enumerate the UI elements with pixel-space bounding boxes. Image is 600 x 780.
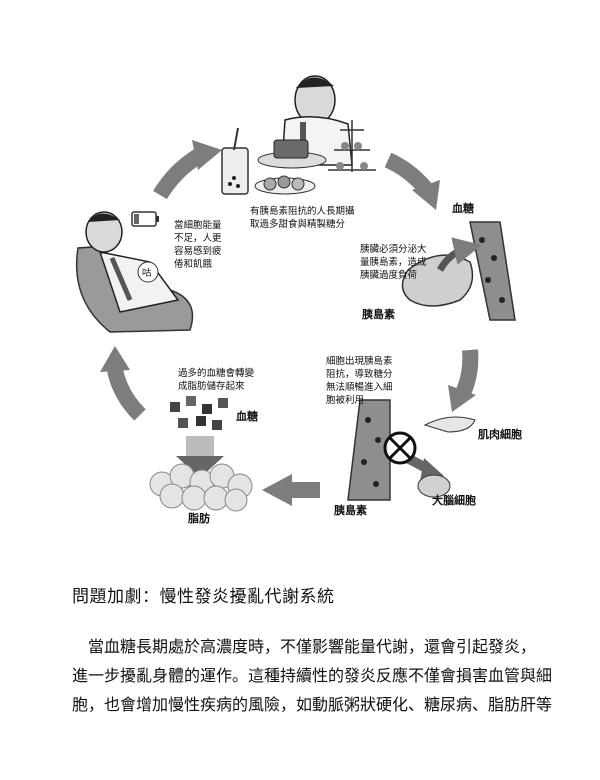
fat-cells: [149, 463, 253, 512]
tired-man-head: [85, 211, 123, 253]
label-blood-sugar-left: 血糖: [236, 409, 258, 423]
cycle-arrow-5: [107, 368, 146, 421]
fatigue-scene: 咕: [75, 211, 194, 333]
cycle-arrows: [100, 140, 479, 506]
article-paragraph: 當血糖長期處於高濃度時，不僅影響能量代謝，還會引起發炎， 進一步擾亂身體的運作。…: [72, 632, 553, 719]
pancreas-scene: [401, 221, 516, 321]
fat-storage-scene: [149, 396, 253, 512]
blood-vessel-top: [469, 221, 516, 321]
bubble-tea-cup: [221, 147, 249, 195]
label-brain-cell: 大腦細胞: [432, 493, 476, 507]
label-insulin-top: 胰島素: [361, 307, 395, 321]
cycle-arrow-5-head: [100, 346, 130, 372]
cycle-arrow-1: [153, 148, 205, 200]
brain: [417, 474, 451, 498]
cycle-arrow-1-head: [192, 140, 222, 170]
muscle-arm: [423, 416, 476, 433]
blood-vessel-bottom: [347, 399, 391, 501]
cycle-arrow-2: [384, 152, 432, 194]
section-heading: 問題加劇：慢性發炎擾亂代謝系統: [72, 587, 335, 607]
paragraph-line: 胞，也會增加慢性疾病的風險，如動脈粥狀硬化、糖尿病、脂肪肝等: [72, 695, 553, 714]
cycle-arrow-2-head: [412, 180, 440, 210]
caption-fat: 過多的血糖會轉變 成脂肪儲存起來: [178, 367, 257, 392]
label-muscle-cell: 肌肉細胞: [477, 427, 522, 441]
conversion-arrow: [186, 436, 214, 456]
tired-man-body: [98, 251, 180, 313]
insulin-arrow: [436, 237, 482, 272]
stomach-growl-text: 咕: [142, 267, 152, 279]
label-insulin-bottom: 胰島素: [333, 503, 367, 517]
dessert-tier-stand: [328, 120, 376, 172]
paragraph-line: 進一步擾亂身體的運作。這種持續性的發炎反應不僅會損害血管與細: [72, 666, 553, 685]
cycle-arrow-4-head: [262, 474, 292, 506]
insulin-resistance-scene: [347, 399, 476, 501]
cycle-arrow-3-head: [448, 385, 476, 412]
paragraph-line: 當血糖長期處於高濃度時，不僅影響能量代謝，還會引起發炎，: [72, 637, 537, 656]
metabolism-cycle-illustration: 有胰島素阻抗的人長期攝 取過多甜食與精製糖分 血糖 胰臟必須分泌大 量胰島素，造…: [75, 75, 522, 525]
overeating-scene: [221, 75, 376, 195]
caption-overeating: 有胰島素阻抗的人長期攝 取過多甜食與精製糖分: [250, 205, 358, 230]
label-fat: 脂肪: [187, 511, 210, 525]
caption-resistance: 細胞出現胰島素 阻抗，導致糖分 無法順暢進入細 胞被利用: [326, 355, 396, 406]
caption-fatigue: 當細胞能量 不足，人更 容易感到疲 倦和飢餓: [174, 219, 225, 270]
stomach-growl-bubble: [137, 261, 159, 283]
label-blood-sugar-top: 血糖: [452, 201, 474, 215]
caption-pancreas: 胰臟必須分泌大 量胰島素，造成 胰臟過度負荷: [360, 243, 430, 281]
cycle-arrow-3: [454, 349, 479, 399]
